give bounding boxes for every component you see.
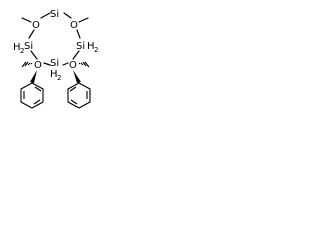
structure-svg: Si O O H 2 Si Si H 2 O O Si H 2 [13,9,98,109]
atom-o-top-right: O [70,20,78,31]
atom-si-top: Si [50,9,59,20]
bond-siright-obr [72,50,80,60]
chemical-structure-diagram: Si O O H 2 Si Si H 2 O O Si H 2 [0,0,109,123]
bond-otr-siright [76,29,81,39]
methyl-hash-left [21,61,33,68]
atom-si-bottom: Si [50,58,59,69]
methyl-bond-top-right [78,17,89,23]
bond-sitop-otr [63,12,72,19]
atom-h-bottom: H [50,69,58,80]
phenyl-ring-left [20,82,44,109]
bond-obl-sibottom [43,62,51,66]
bond-otl-sitop [40,12,51,19]
methyl-hash-right [78,61,90,68]
atom-h-left: H [13,42,21,53]
atom-o-bottom-left: O [34,60,42,71]
atom-h-right-count: 2 [94,46,98,54]
atom-h-left-count: 2 [20,47,24,55]
wedge-right-phenyl [73,70,81,83]
atom-si-right: Si [76,41,85,52]
phenyl-ring-right [67,82,91,109]
methyl-bond-top-left [21,17,32,23]
bond-sileft-obl [30,50,38,60]
atom-h-right: H [87,41,95,52]
atom-o-top-left: O [32,20,40,31]
atom-o-bottom-right: O [69,60,77,71]
atom-si-left: Si [24,41,33,52]
bond-otl-sileft [28,29,35,39]
wedge-left-phenyl [30,70,37,83]
bond-sibottom-obr [62,62,69,66]
atom-h-bottom-count: 2 [57,74,61,82]
